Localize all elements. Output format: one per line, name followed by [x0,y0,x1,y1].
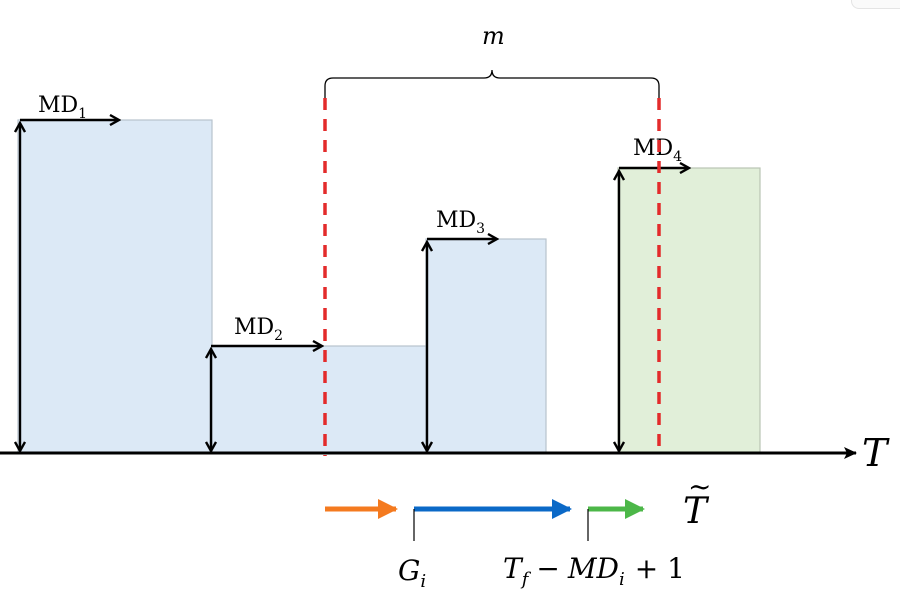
window-corner-edge [851,0,900,9]
tick-label-end-tf: T [503,552,524,585]
tick-label-end-plus-one: + 1 [635,552,685,585]
tick-label-end-md-sub: i [619,569,625,590]
label-md4: MD4 [633,136,682,165]
bar-md2 [211,345,427,454]
label-md3-base: MD [436,208,476,233]
label-md4-sub: 4 [673,149,682,165]
label-md1-base: MD [38,93,78,118]
tick-label-end: Tf−MDi + 1 [503,552,685,590]
tick-label-gi-sub: i [420,571,426,592]
window-brace [324,69,660,98]
label-md2: MD2 [234,315,283,344]
label-md3: MD3 [436,208,485,237]
tick-label-end-minus: − [536,552,559,585]
bar-md1 [17,119,213,454]
bar-md3 [425,238,547,454]
window-brace-label: m [482,22,505,50]
label-md3-sub: 3 [476,221,485,237]
tick-label-gi: Gi [398,554,426,592]
bar-md4 [617,167,761,454]
label-md1: MD1 [38,93,87,122]
label-md2-base: MD [234,315,274,340]
tick-label-end-tf-sub: f [520,569,532,590]
label-md4-base: MD [633,136,673,161]
tick-label-end-md: MD [567,552,619,585]
transformed-axis-accent: ~ [688,470,711,503]
transformed-axis-label: T [683,491,710,532]
label-md2-sub: 2 [274,328,283,344]
label-md1-sub: 1 [78,106,87,122]
tick-label-gi-base: G [398,554,420,587]
time-axis-label: T [862,431,890,475]
